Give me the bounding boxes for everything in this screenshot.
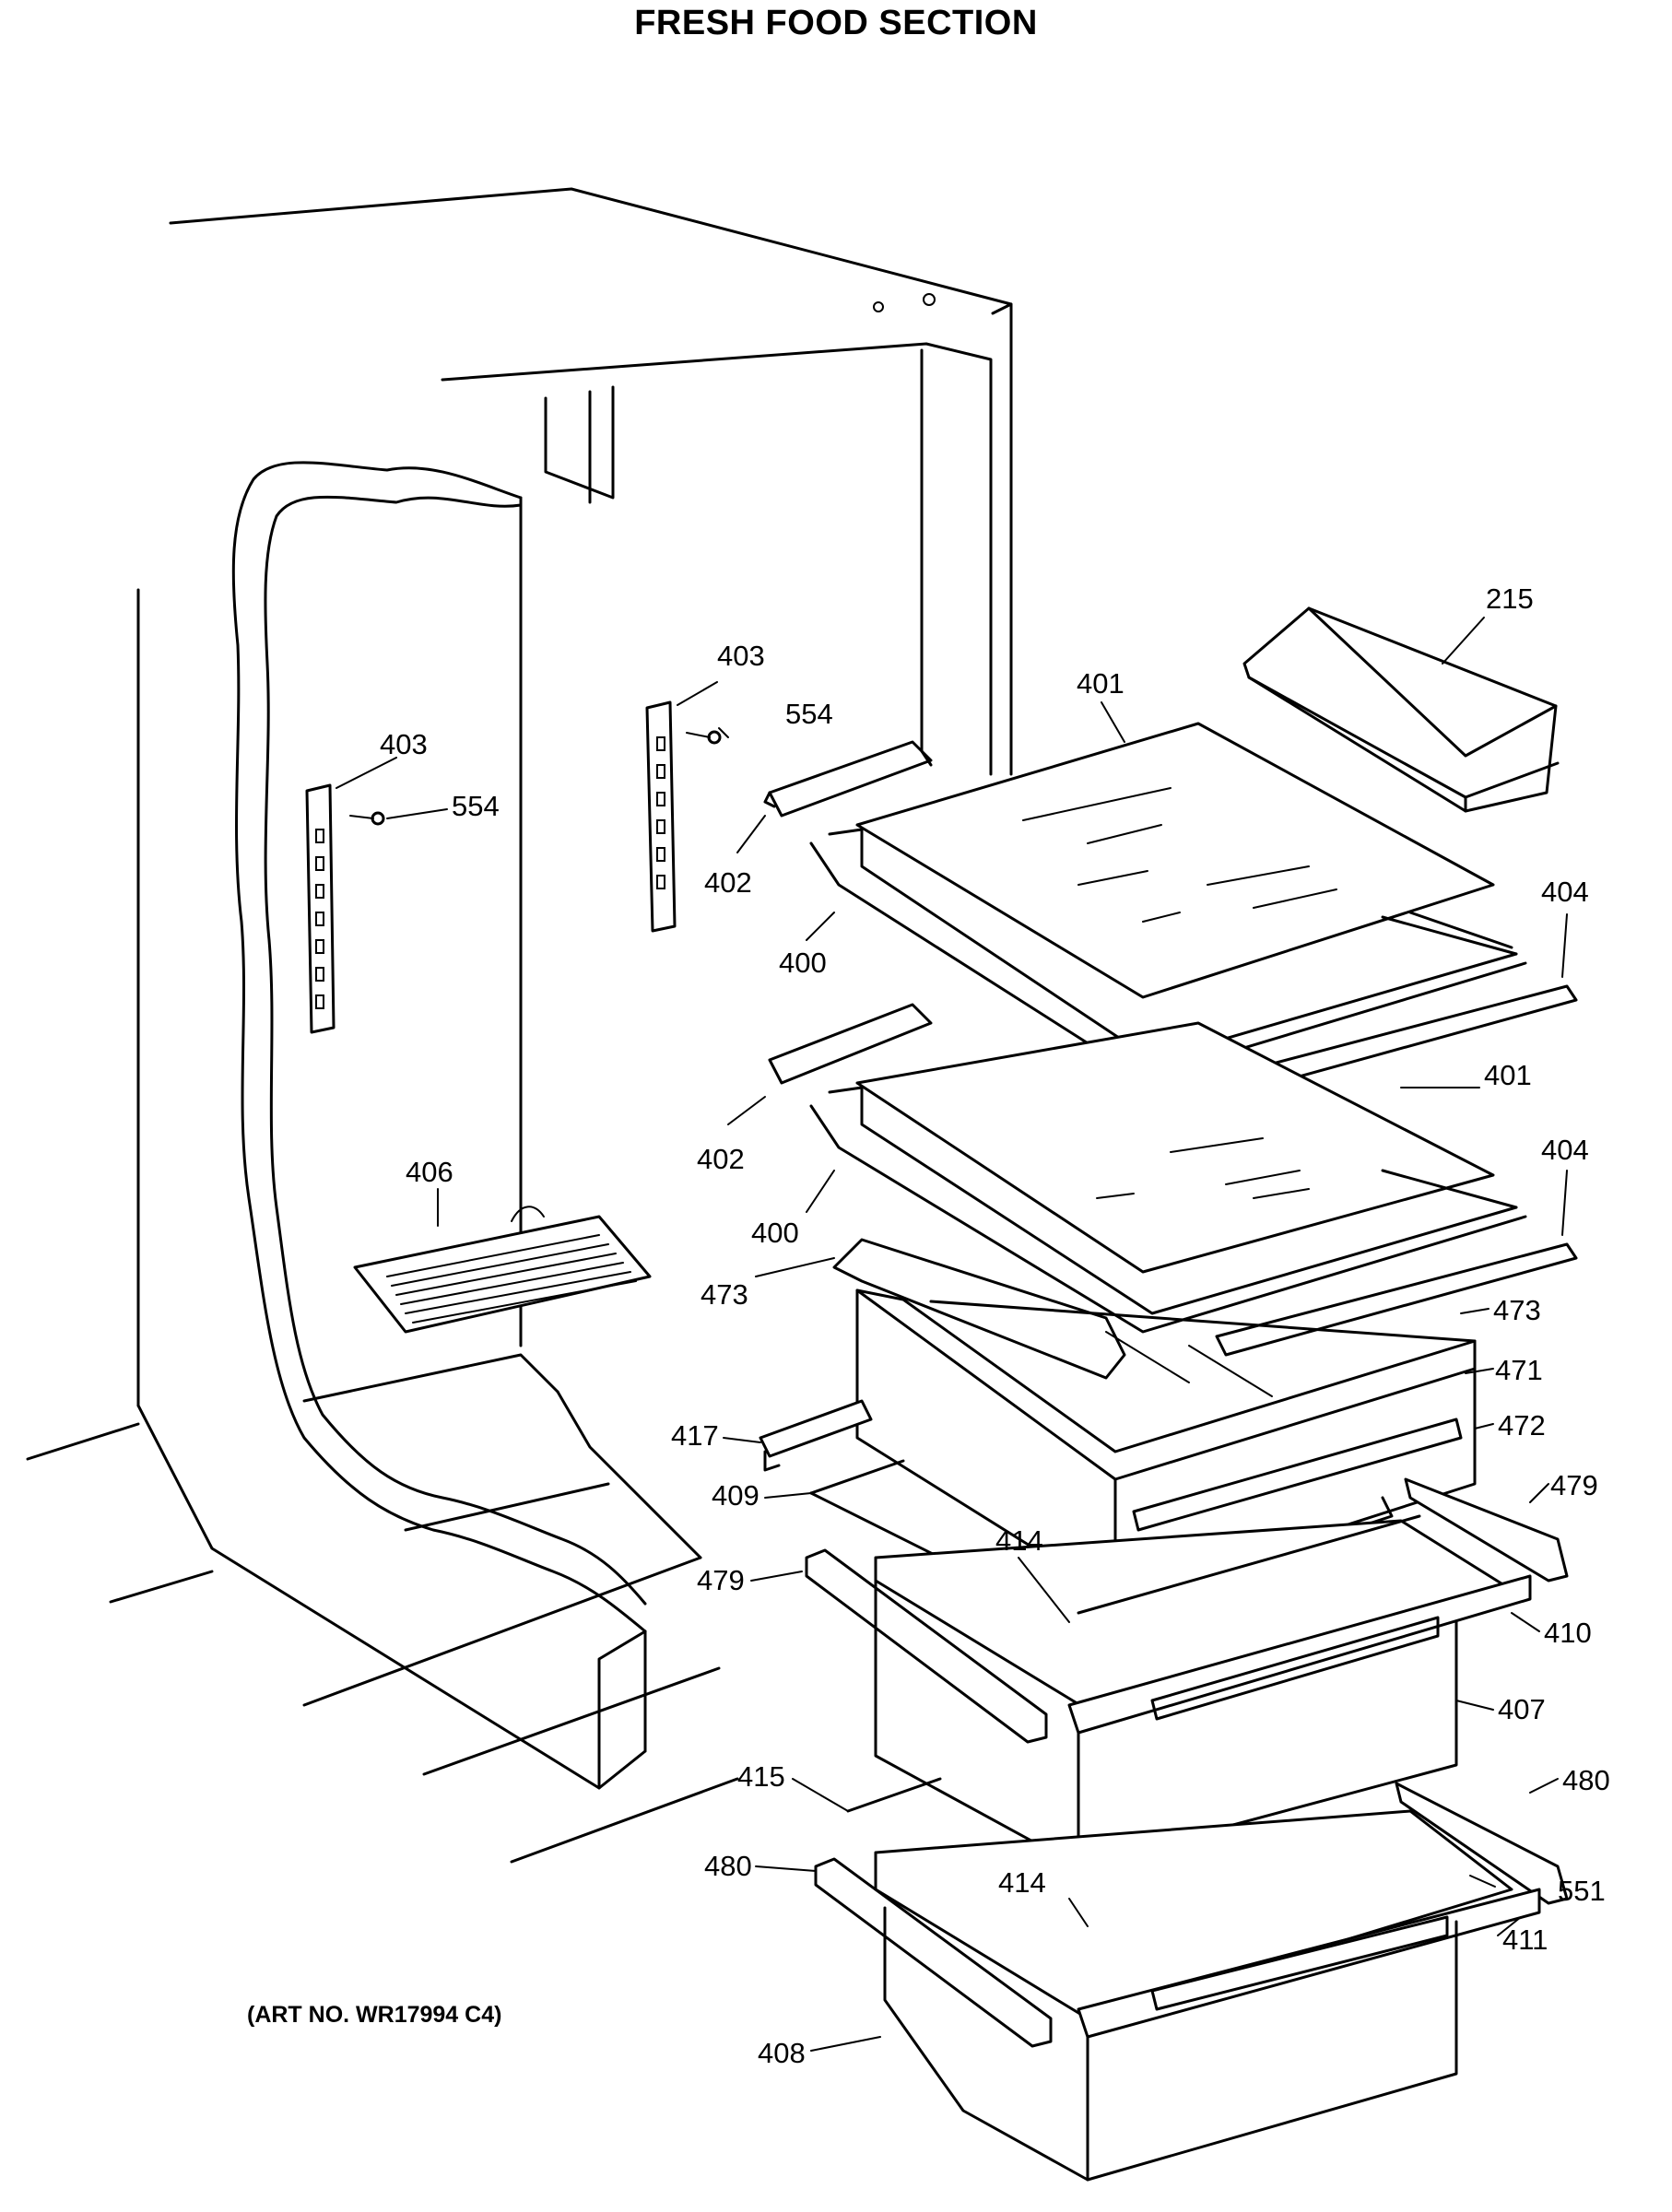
shelf-ladder-left bbox=[305, 783, 385, 1034]
callout-410: 410 bbox=[1544, 1617, 1592, 1649]
trim-404-middle bbox=[1215, 1242, 1578, 1357]
callout-471: 471 bbox=[1495, 1354, 1543, 1386]
callout-411: 411 bbox=[1502, 1924, 1548, 1956]
callout-473-right: 473 bbox=[1493, 1294, 1541, 1326]
callout-554-right: 554 bbox=[785, 698, 833, 730]
shelf-frame-middle bbox=[809, 1086, 1527, 1334]
callout-472: 472 bbox=[1498, 1409, 1546, 1441]
callout-480-right: 480 bbox=[1562, 1764, 1610, 1796]
air-diffuser-406 bbox=[353, 1206, 652, 1334]
dairy-pan bbox=[1242, 606, 1560, 813]
callout-401-upper: 401 bbox=[1077, 667, 1124, 700]
callout-labels: 215 401 403 554 403 554 402 404 400 401 … bbox=[380, 582, 1610, 2069]
callout-551: 551 bbox=[1558, 1875, 1606, 1907]
callout-480-left: 480 bbox=[704, 1850, 752, 1882]
callout-401-middle: 401 bbox=[1484, 1059, 1532, 1091]
callout-415: 415 bbox=[737, 1760, 785, 1793]
glass-shelf-middle bbox=[855, 1021, 1495, 1274]
callout-409: 409 bbox=[712, 1479, 759, 1512]
shelf-rail-middle bbox=[768, 1003, 933, 1085]
callout-554-left: 554 bbox=[452, 790, 500, 822]
callout-402-middle: 402 bbox=[697, 1143, 745, 1175]
callout-414-lower: 414 bbox=[998, 1866, 1046, 1899]
callout-414-upper: 414 bbox=[995, 1524, 1043, 1557]
callout-479-left: 479 bbox=[697, 1564, 745, 1596]
callout-406: 406 bbox=[406, 1156, 453, 1188]
callout-215: 215 bbox=[1486, 582, 1534, 615]
drawer-408 bbox=[874, 1809, 1541, 2182]
callout-417: 417 bbox=[671, 1419, 719, 1452]
shelf-ladder-right bbox=[645, 700, 722, 933]
crisper-slide-417 bbox=[759, 1399, 873, 1472]
cabinet-outline bbox=[26, 187, 1013, 1864]
callout-403-left: 403 bbox=[380, 728, 428, 760]
slide-rail-479-right bbox=[1404, 1477, 1569, 1583]
slide-rail-479-left bbox=[805, 1548, 1048, 1744]
crisper-cover-415 bbox=[846, 1777, 942, 1813]
callout-404-middle: 404 bbox=[1541, 1134, 1589, 1166]
leader-lines bbox=[336, 617, 1568, 2052]
art-number-label: (ART NO. WR17994 C4) bbox=[247, 2002, 502, 2028]
callout-407: 407 bbox=[1498, 1693, 1546, 1725]
callout-402-upper: 402 bbox=[704, 866, 752, 899]
drawer-407 bbox=[874, 1514, 1532, 1868]
callout-403-right: 403 bbox=[717, 640, 765, 672]
callout-408: 408 bbox=[758, 2037, 806, 2069]
glass-shelf-upper bbox=[855, 722, 1495, 999]
callout-479-right: 479 bbox=[1550, 1469, 1598, 1501]
callout-400-upper: 400 bbox=[779, 947, 827, 979]
callout-400-middle: 400 bbox=[751, 1217, 799, 1249]
slide-rail-480-left bbox=[814, 1857, 1053, 2048]
shelf-frame-upper bbox=[809, 828, 1527, 1080]
callout-404-upper: 404 bbox=[1541, 876, 1589, 908]
diagram-title: FRESH FOOD SECTION bbox=[634, 4, 1038, 42]
slide-rail-480-right bbox=[1395, 1782, 1569, 1905]
callout-473-left: 473 bbox=[701, 1278, 748, 1311]
shelf-rail-upper bbox=[763, 740, 933, 818]
